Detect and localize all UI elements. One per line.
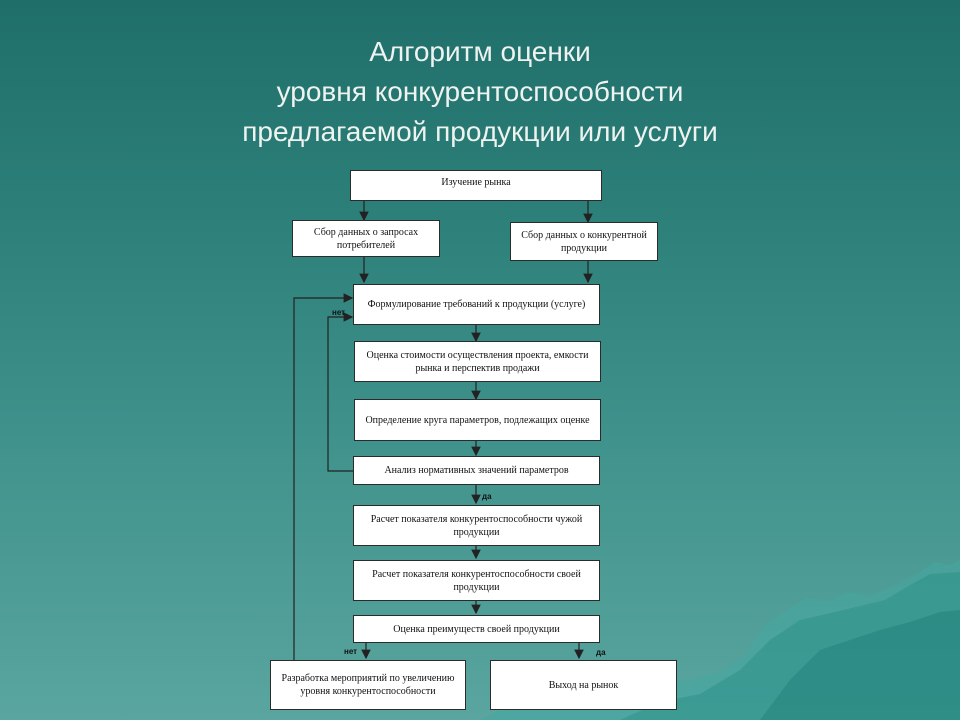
step-calc-foreign: Расчет показателя конкурентоспособности … [353, 505, 600, 546]
step-consumer-data: Сбор данных о запросах потребителей [292, 220, 440, 257]
step-measures: Разработка мероприятий по увеличению уро… [270, 660, 466, 710]
label-no-loop: нет [332, 308, 346, 317]
label-yes-continue: да [482, 492, 492, 501]
step-requirements: Формулирование требований к продукции (у… [353, 284, 600, 325]
step-competitor-data: Сбор данных о конкурентной продукции [510, 222, 658, 261]
step-calc-own: Расчет показателя конкурентоспособности … [353, 560, 600, 601]
step-market-entry: Выход на рынок [490, 660, 677, 710]
step-cost-estimate: Оценка стоимости осуществления проекта, … [354, 341, 601, 382]
step-parameters: Определение круга параметров, подлежащих… [354, 399, 601, 441]
step-market-study: Изучение рынка [350, 170, 602, 201]
slide-title: Алгоритм оценки уровня конкурентоспособн… [0, 32, 960, 152]
title-line-1: Алгоритм оценки [369, 36, 591, 67]
step-advantages: Оценка преимуществ своей продукции [353, 615, 600, 643]
label-no-measures: нет [344, 647, 358, 656]
title-line-2: уровня конкурентоспособности [276, 76, 684, 107]
label-yes-market: да [596, 648, 606, 657]
step-norms-analysis: Анализ нормативных значений параметров [353, 456, 600, 485]
title-line-3: предлагаемой продукции или услуги [242, 116, 718, 147]
